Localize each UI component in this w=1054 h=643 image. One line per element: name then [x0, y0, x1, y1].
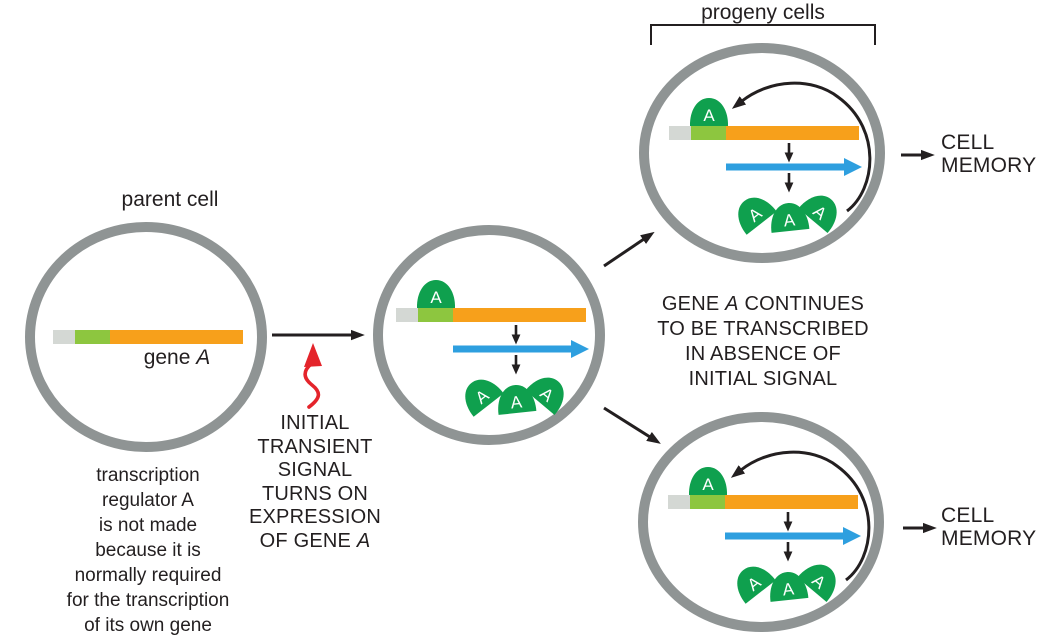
continues-prefix: GENE — [661, 293, 726, 315]
continues-suffix: CONTINUES — [738, 293, 865, 315]
progeny-top-membrane — [639, 43, 885, 263]
parent-cell-label: parent cell — [121, 188, 219, 211]
division-arrow-top — [603, 231, 655, 268]
progeny-bracket — [650, 24, 876, 45]
parent-cell — [25, 222, 267, 452]
progeny-cell-top — [639, 43, 885, 263]
initial-signal — [303, 343, 322, 409]
signal-caption: INITIAL TRANSIENT SIGNAL TURNS ON EXPRES… — [230, 412, 400, 553]
induced-cell-membrane — [373, 225, 605, 445]
progeny-cell-bottom — [638, 412, 884, 632]
division-arrow-bottom — [603, 406, 661, 444]
signal-last-prefix: OF GENE — [259, 529, 357, 552]
progeny-cells-label: progeny cells — [701, 1, 825, 24]
induced-cell — [373, 225, 605, 445]
continues-caption: GENE A CONTINUES TO BE TRANSCRIBED IN AB… — [628, 292, 898, 392]
cell-memory-label-top: CELL MEMORY — [941, 131, 1037, 177]
signal-arrow-head — [304, 343, 322, 367]
progeny-bottom-membrane — [638, 412, 884, 632]
continues-rest: TO BE TRANSCRIBED IN ABSENCE OF INITIAL … — [657, 318, 869, 390]
parent-gene-a-bar — [53, 330, 243, 344]
continues-gene-letter: A — [725, 293, 739, 315]
parent-caption: transcription regulator A is not made be… — [66, 465, 230, 636]
signal-gene-letter: A — [356, 529, 371, 552]
signal-caption-lines: INITIAL TRANSIENT SIGNAL TURNS ON EXPRES… — [248, 412, 382, 528]
signal-caption-lastline: OF GENE A — [230, 530, 400, 554]
gene-a-label-letter: A — [196, 346, 211, 369]
continues-line1: GENE A CONTINUES — [628, 292, 898, 317]
signal-squiggle — [303, 362, 321, 409]
cell-memory-label-bottom: CELL MEMORY — [941, 504, 1037, 550]
gene-a-label: gene A — [117, 345, 237, 370]
gene-a-label-prefix: gene — [143, 346, 197, 369]
